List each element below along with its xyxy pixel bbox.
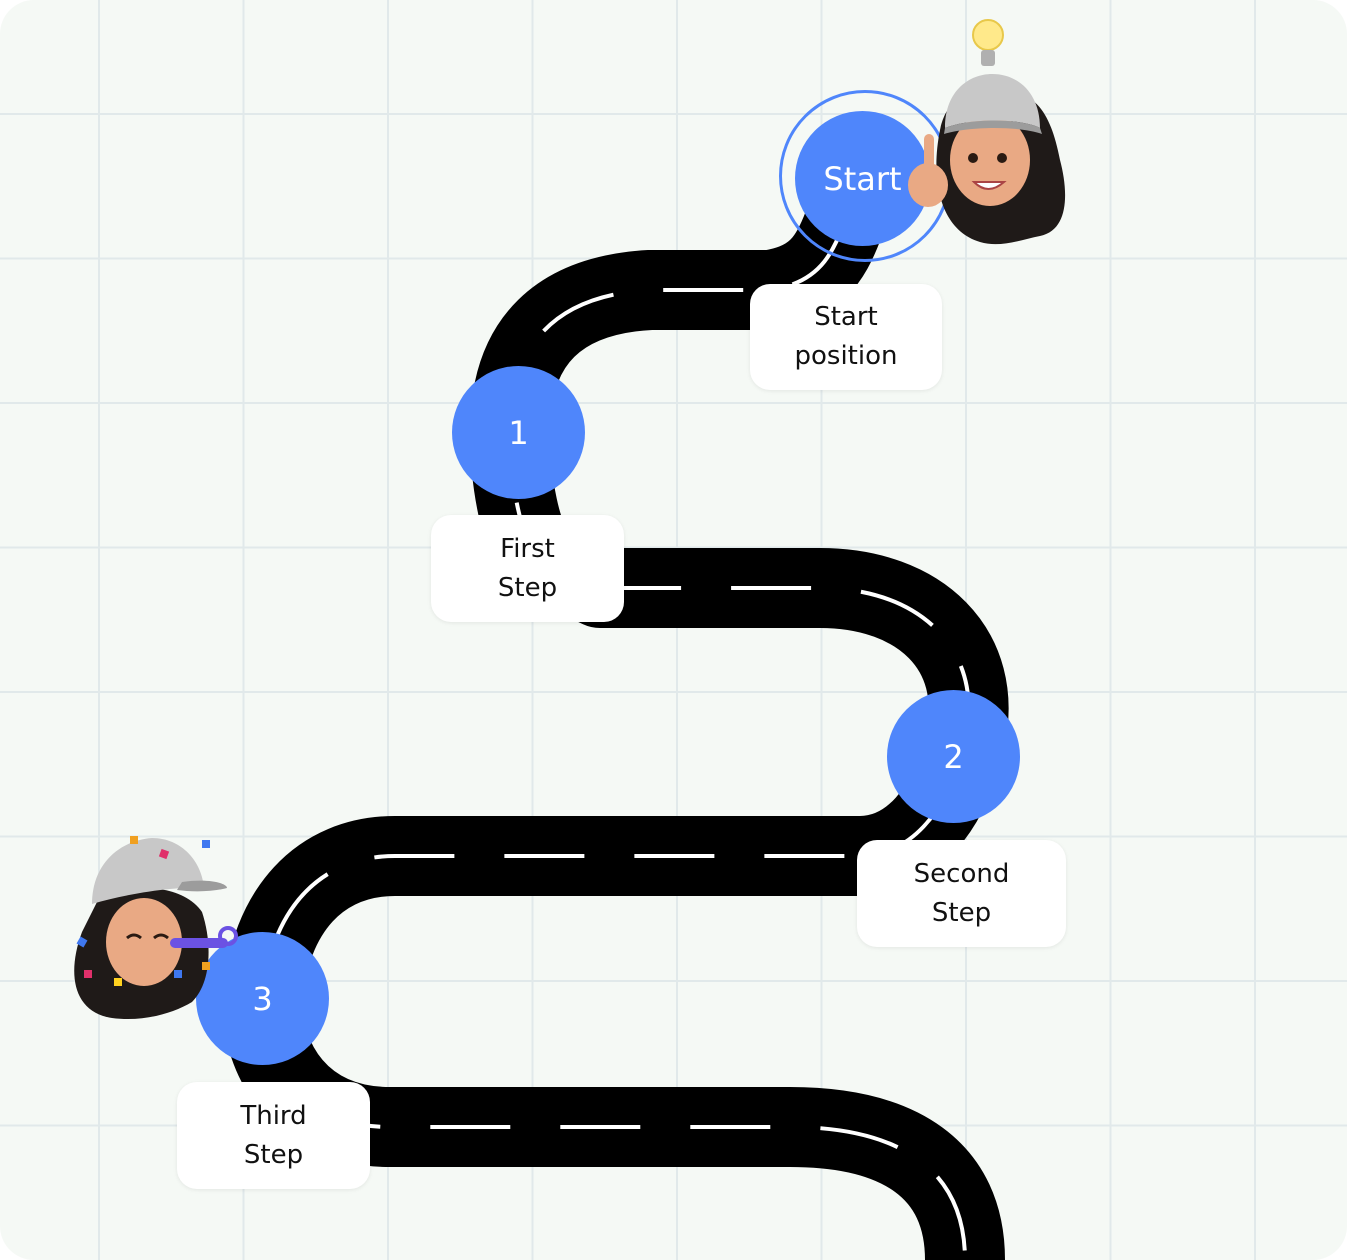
step-3-node[interactable]: 3 bbox=[196, 932, 329, 1065]
second-step-label: Second Step bbox=[857, 840, 1066, 947]
step-2-number: 2 bbox=[943, 737, 964, 776]
memoji-pointing-lightbulb-icon bbox=[908, 19, 1066, 245]
step-2-node[interactable]: 2 bbox=[887, 690, 1020, 823]
first-step-label: First Step bbox=[431, 515, 624, 622]
step-1-number: 1 bbox=[508, 413, 529, 452]
start-node-label: Start bbox=[823, 159, 902, 198]
start-node[interactable]: Start bbox=[795, 111, 930, 246]
third-step-label: Third Step bbox=[177, 1082, 370, 1189]
step-1-node[interactable]: 1 bbox=[452, 366, 585, 499]
start-position-label: Start position bbox=[750, 284, 942, 390]
step-3-number: 3 bbox=[252, 979, 273, 1018]
memoji-party-confetti-icon bbox=[74, 836, 238, 1020]
